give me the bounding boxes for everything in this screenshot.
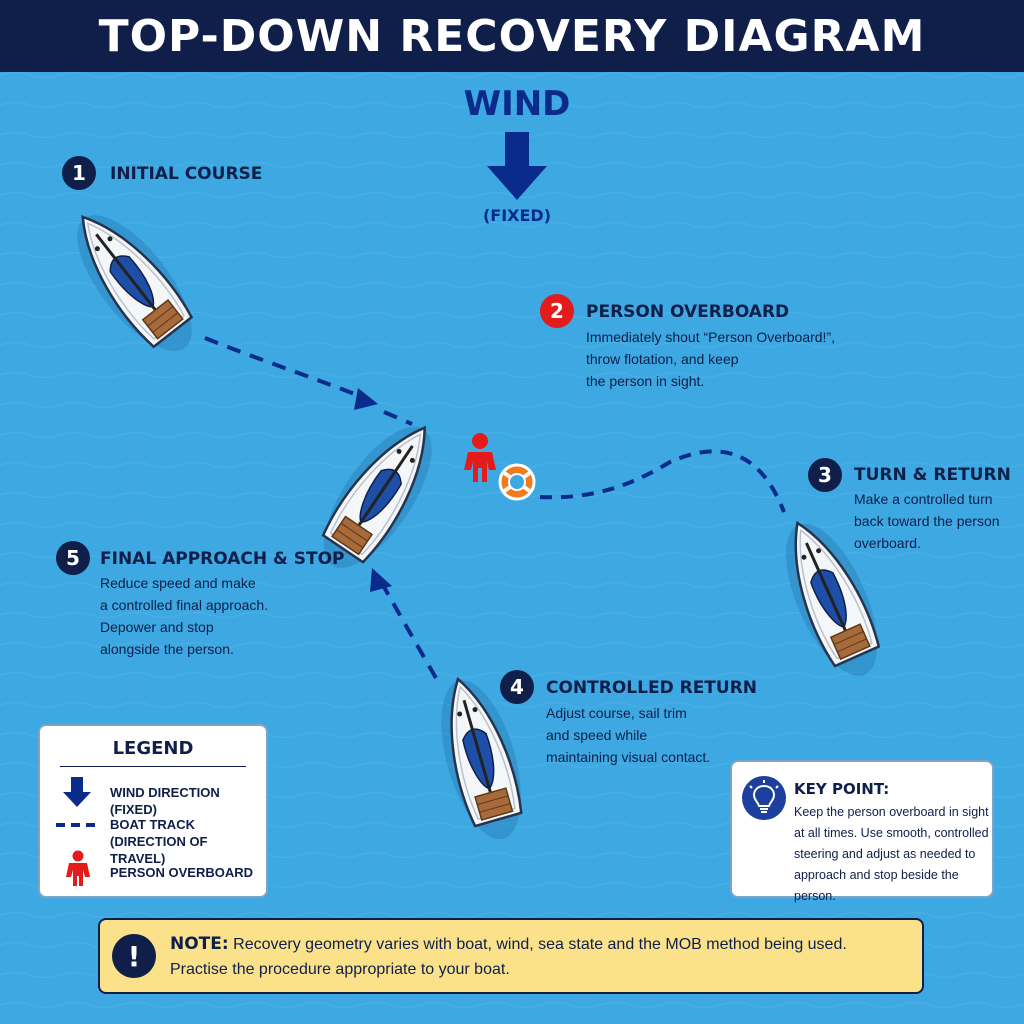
legend-divider	[60, 766, 246, 767]
wind-label: WIND	[463, 84, 571, 124]
step-3-description: Make a controlled turn back toward the p…	[854, 491, 1000, 551]
step-2-badge: 2	[540, 294, 574, 328]
boat-track-initial	[204, 336, 413, 426]
step-4-title: CONTROLLED RETURN	[546, 678, 758, 698]
legend-label-wind: WIND DIRECTION (FIXED)	[110, 785, 220, 817]
step-3-title: TURN & RETURN	[854, 465, 1011, 485]
page-title: TOP-DOWN RECOVERY DIAGRAM	[98, 10, 926, 62]
wind-arrow-icon	[63, 777, 91, 807]
step-1-badge: 1	[62, 156, 96, 190]
note-text: NOTE: Recovery geometry varies with boat…	[170, 934, 847, 978]
exclamation-icon: !	[112, 934, 156, 978]
step-2-title: PERSON OVERBOARD	[586, 302, 790, 322]
step-2-description: Immediately shout “Person Overboard!”, t…	[586, 329, 835, 389]
step-5-title: FINAL APPROACH & STOP	[100, 549, 345, 569]
step-1-title: INITIAL COURSE	[110, 164, 263, 184]
step-4-badge: 4	[500, 670, 534, 704]
legend: LEGEND WIND DIRECTION (FIXED) BOAT TRACK…	[38, 724, 268, 898]
step-5-badge: 5	[56, 541, 90, 575]
legend-label-person: PERSON OVERBOARD	[110, 865, 254, 880]
lightbulb-icon	[742, 776, 786, 820]
step-3-badge: 3	[808, 458, 842, 492]
legend-title: LEGEND	[112, 738, 194, 759]
boat-initial	[54, 194, 214, 371]
note-box: ! NOTE: Recovery geometry varies with bo…	[98, 918, 924, 994]
key-point-box: KEY POINT: Keep the person overboard in …	[730, 760, 994, 903]
person-overboard-icon	[464, 433, 496, 482]
step-4-description: Adjust course, sail trim and speed while…	[546, 705, 711, 765]
person-icon	[66, 850, 90, 886]
dashed-track-icon	[56, 823, 100, 827]
boat-track-return	[370, 568, 438, 680]
wind-arrow-icon	[487, 132, 547, 200]
key-point-text: Keep the person overboard in sight at al…	[794, 805, 989, 903]
title-bar: TOP-DOWN RECOVERY DIAGRAM	[0, 0, 1024, 72]
key-point-title: KEY POINT:	[794, 780, 890, 798]
boat-track-turn	[539, 449, 786, 513]
life-ring-icon	[498, 463, 536, 501]
wind-fixed-label: (FIXED)	[482, 206, 552, 225]
legend-label-track: BOAT TRACK (DIRECTION OF TRAVEL)	[110, 817, 208, 866]
note-heading: NOTE:	[170, 934, 229, 954]
step-5-description: Reduce speed and make a controlled final…	[100, 575, 269, 657]
